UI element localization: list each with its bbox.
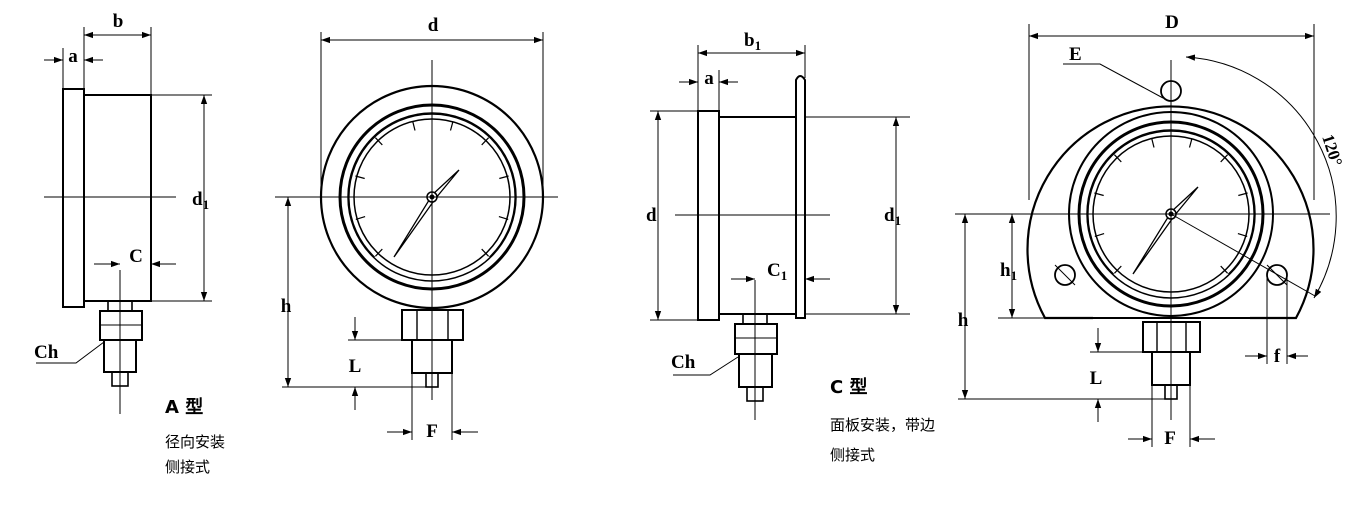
type-a-front-labels: d h L F bbox=[281, 15, 439, 442]
svg-text:h1: h1 bbox=[1000, 260, 1017, 283]
type-c-desc-line2: 侧接式 bbox=[830, 446, 875, 464]
type-a-side-labels: b a d1 C Ch bbox=[34, 11, 209, 363]
svg-text:120°: 120° bbox=[1318, 132, 1346, 169]
svg-text:C1: C1 bbox=[767, 260, 787, 283]
svg-text:h: h bbox=[958, 310, 969, 331]
svg-text:F: F bbox=[426, 421, 438, 442]
svg-text:L: L bbox=[1090, 368, 1103, 389]
svg-text:a: a bbox=[68, 46, 78, 67]
type-c-side-labels: b1 a d d1 C1 Ch bbox=[646, 30, 901, 373]
svg-text:D: D bbox=[1165, 12, 1179, 33]
svg-text:C: C bbox=[129, 246, 143, 267]
type-a-desc-line1: 径向安装 bbox=[165, 433, 225, 451]
svg-text:h: h bbox=[281, 296, 292, 317]
svg-text:d: d bbox=[646, 205, 657, 226]
svg-text:E: E bbox=[1069, 44, 1082, 65]
type-c-front-view bbox=[955, 24, 1337, 447]
type-a-title: A 型 bbox=[165, 396, 203, 418]
type-a-front-view bbox=[275, 32, 558, 440]
svg-text:d1: d1 bbox=[192, 189, 209, 212]
type-a-side-view bbox=[36, 27, 212, 414]
svg-text:f: f bbox=[1274, 346, 1281, 367]
svg-text:L: L bbox=[349, 356, 362, 377]
type-c-desc-line1: 面板安装，带边 bbox=[830, 416, 935, 434]
type-c-title: C 型 bbox=[830, 376, 867, 398]
svg-text:b: b bbox=[113, 11, 124, 32]
svg-text:F: F bbox=[1164, 428, 1176, 449]
type-c-side-view bbox=[650, 45, 910, 420]
svg-text:d1: d1 bbox=[884, 205, 901, 228]
svg-text:b1: b1 bbox=[744, 30, 761, 53]
type-a-desc-line2: 侧接式 bbox=[165, 458, 210, 476]
svg-text:Ch: Ch bbox=[34, 342, 59, 363]
svg-text:Ch: Ch bbox=[671, 352, 696, 373]
svg-text:d: d bbox=[428, 15, 439, 36]
svg-text:a: a bbox=[704, 68, 714, 89]
